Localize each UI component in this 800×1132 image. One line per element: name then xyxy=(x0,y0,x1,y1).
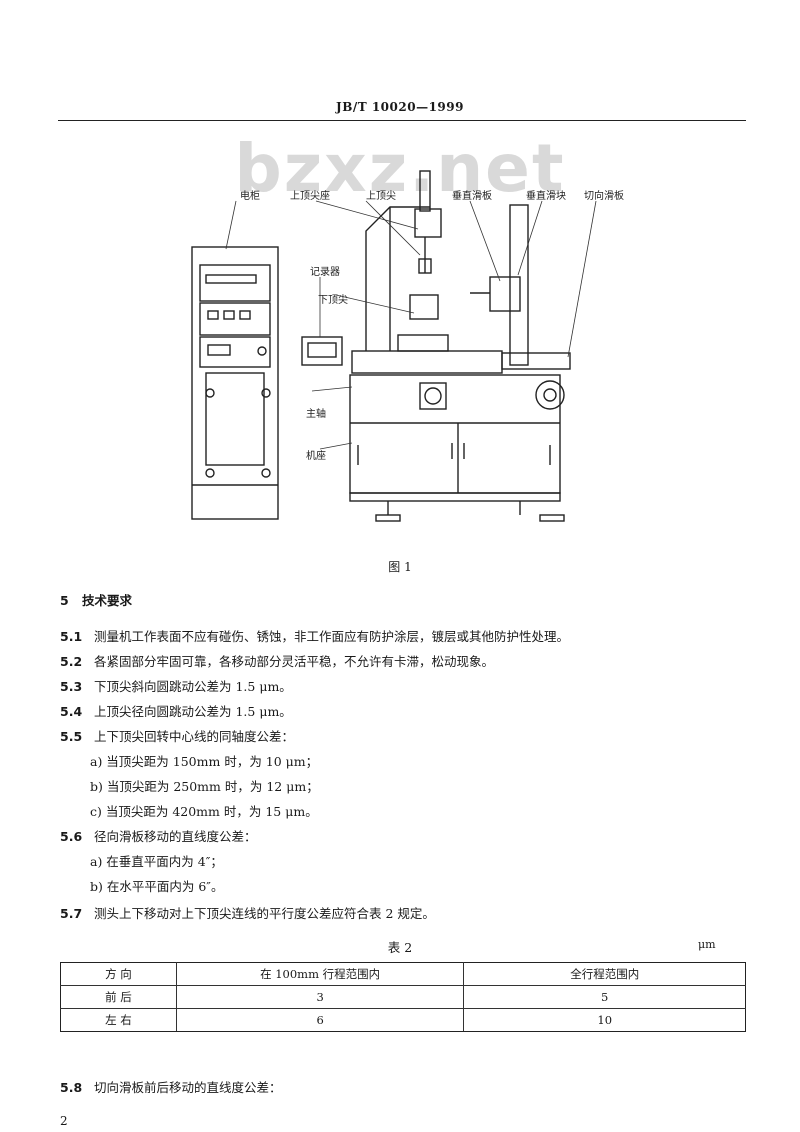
label-radial-slide: 垂直滑板 xyxy=(452,191,492,202)
table-header-cell: 方 向 xyxy=(60,962,177,986)
table-unit: μm xyxy=(698,938,716,951)
table-header-row: 方 向 在 100mm 行程范围内 全行程范围内 xyxy=(60,962,746,986)
table-row: 左 右 6 10 xyxy=(60,1008,746,1032)
clause-5-5-item-b: b) 当顶尖距为 250mm 时，为 12 μm； xyxy=(90,779,319,794)
table-cell: 5 xyxy=(463,985,746,1009)
label-recorder: 记录器 xyxy=(310,267,340,278)
table-cell: 6 xyxy=(175,1008,465,1032)
table-cell: 10 xyxy=(463,1008,746,1032)
section-title: 技术要求 xyxy=(82,593,133,608)
clause-5-6-item-b: b) 在水平平面内为 6″。 xyxy=(90,879,224,894)
machine-drawing xyxy=(191,170,597,522)
document-code-header: JB/T 10020—1999 xyxy=(336,100,464,114)
label-vertical-slide: 垂直滑块 xyxy=(526,191,566,202)
table-header-cell: 在 100mm 行程范围内 xyxy=(175,962,465,986)
page-number: 2 xyxy=(60,1114,68,1128)
label-spindle: 主轴 xyxy=(306,409,326,420)
label-upper-center-seat: 上顶尖座 xyxy=(290,191,330,202)
clause-5-5-item-a: a) 当顶尖距为 150mm 时，为 10 μm； xyxy=(90,754,319,769)
table-cell: 3 xyxy=(175,985,465,1009)
clause-5-6-item-a: a) 在垂直平面内为 4″； xyxy=(90,854,223,869)
clause-5-5-item-c: c) 当顶尖距为 420mm 时，为 15 μm。 xyxy=(90,804,318,819)
table-cell: 前 后 xyxy=(60,985,177,1009)
machine-figure: 电柜 上顶尖座 上顶尖 垂直滑板 垂直滑块 切向滑板 记录器 下顶尖 主轴 机座 xyxy=(170,165,650,545)
table-header-cell: 全行程范围内 xyxy=(463,962,746,986)
label-cabinet: 电柜 xyxy=(240,191,260,202)
section-number: 5 xyxy=(60,593,69,608)
table-cell: 左 右 xyxy=(60,1008,177,1032)
section-heading: 5 技术要求 xyxy=(60,590,132,609)
header-rule xyxy=(58,120,746,121)
label-lower-center: 下顶尖 xyxy=(318,295,348,306)
table-title: 表 2 xyxy=(387,940,413,955)
table-row: 前 后 3 5 xyxy=(60,985,746,1009)
figure-caption: 图 1 xyxy=(388,560,412,574)
label-upper-center: 上顶尖 xyxy=(366,191,396,202)
tolerance-table: 方 向 在 100mm 行程范围内 全行程范围内 前 后 3 5 左 右 6 1… xyxy=(60,962,746,1032)
label-tangential-slide: 切向滑板 xyxy=(584,191,624,202)
label-base: 机座 xyxy=(306,451,326,462)
